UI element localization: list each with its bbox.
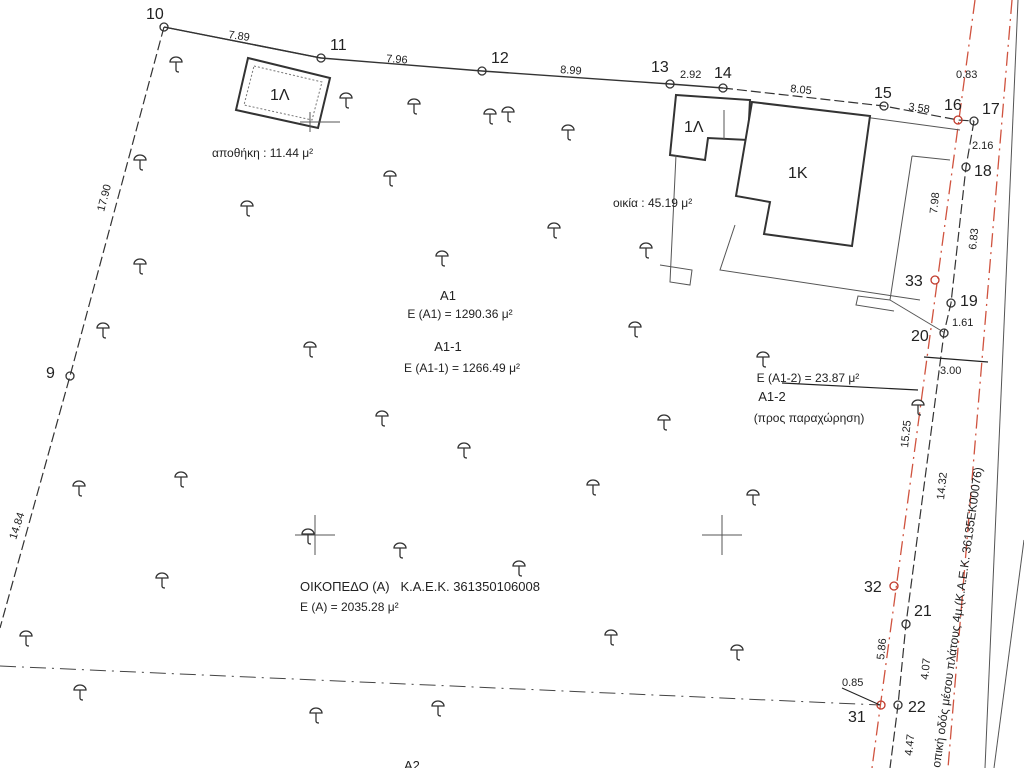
storage-building bbox=[234, 56, 332, 130]
house-1l-label: 1Λ bbox=[684, 119, 704, 136]
point-label: 15 bbox=[874, 85, 892, 102]
point-label: 22 bbox=[908, 699, 926, 716]
plot-title: ΟΙΚΟΠΕΔΟ (Α) Κ.Α.Ε.Κ. 361350106008 bbox=[300, 579, 540, 594]
a12-note: (προς παραχώρηση) bbox=[754, 411, 865, 425]
point-label: 19 bbox=[960, 293, 978, 310]
dimension-label: 15.25 bbox=[899, 420, 914, 449]
house-part-1l bbox=[668, 93, 752, 162]
point-label: 32 bbox=[864, 579, 882, 596]
road-label: οπική οδός μέσου πλάτους 4μ.(Κ.Α.Ε.Κ. 36… bbox=[929, 466, 985, 768]
dimension-label: 14.84 bbox=[7, 511, 27, 541]
house-outline bbox=[659, 154, 693, 286]
point-label: 21 bbox=[914, 603, 932, 620]
point-label: 18 bbox=[974, 163, 992, 180]
north-fence bbox=[722, 87, 975, 122]
a1-area: Ε (Α1) = 1290.36 μ² bbox=[407, 307, 512, 321]
a12-title: Α1-2 bbox=[758, 389, 785, 404]
dimension-label: 8.05 bbox=[790, 83, 813, 97]
dimension-label: 8.99 bbox=[560, 64, 582, 77]
point-label: 17 bbox=[982, 101, 1000, 118]
a12-leader-arrow bbox=[781, 382, 919, 391]
point-label: 9 bbox=[46, 365, 55, 382]
a11-area: Ε (Α1-1) = 1266.49 μ² bbox=[404, 361, 520, 375]
dimension-label: 14.32 bbox=[935, 472, 950, 501]
storage-label: 1Λ bbox=[270, 87, 290, 104]
point-label: 20 bbox=[911, 328, 929, 345]
a2-title: Α2 bbox=[404, 758, 420, 768]
boundary-wall bbox=[163, 26, 322, 59]
plot-area: Ε (Α) = 2035.28 μ² bbox=[300, 600, 399, 614]
a12-area: Ε (Α1-2) = 23.87 μ² bbox=[757, 371, 860, 385]
point-label: 10 bbox=[146, 6, 164, 23]
house-1k-label: 1Κ bbox=[788, 165, 808, 182]
survey-point-markers bbox=[65, 22, 979, 710]
dimension-label: 17.90 bbox=[95, 183, 114, 213]
point-label: 33 bbox=[905, 273, 923, 290]
dimension-label: 7.89 bbox=[228, 29, 251, 44]
storage-area-label: αποθήκη : 11.44 μ² bbox=[212, 146, 313, 160]
dimension-label: 2.16 bbox=[972, 140, 993, 152]
house-outline bbox=[855, 155, 913, 312]
road-width-arrow bbox=[923, 356, 989, 363]
house-area-label: οικία : 45.19 μ² bbox=[613, 196, 692, 210]
dimension-label: 3.00 bbox=[940, 365, 961, 377]
dimension-label: 6.83 bbox=[967, 228, 981, 251]
dimension-label: 3.58 bbox=[908, 101, 931, 116]
road-edge-line bbox=[984, 0, 1019, 768]
west-boundary bbox=[0, 26, 165, 629]
point-label: 12 bbox=[491, 50, 509, 67]
a1-a2-division-line bbox=[0, 665, 881, 706]
road-edge-line bbox=[993, 539, 1024, 768]
house-part-1k bbox=[734, 100, 872, 248]
dimension-label: 0.85 bbox=[842, 677, 863, 689]
dimension-label: 7.96 bbox=[386, 53, 408, 66]
point-label: 14 bbox=[714, 65, 732, 82]
point-label: 11 bbox=[330, 37, 347, 54]
point-label: 31 bbox=[848, 709, 866, 726]
dimension-label: 2.92 bbox=[680, 69, 701, 81]
dimension-label: 4.47 bbox=[903, 734, 917, 757]
dimension-label: 0.83 bbox=[956, 69, 977, 81]
dimension-label: 5.86 bbox=[875, 638, 889, 661]
dimension-label: 4.07 bbox=[919, 658, 933, 681]
east-boundary bbox=[889, 120, 975, 768]
a11-title: Α1-1 bbox=[434, 339, 461, 354]
point-label: 13 bbox=[651, 59, 669, 76]
dimension-label: 7.98 bbox=[928, 192, 942, 215]
dimension-label: 1.61 bbox=[952, 317, 973, 329]
a1-title: Α1 bbox=[440, 288, 456, 303]
point-label: 16 bbox=[944, 97, 962, 114]
